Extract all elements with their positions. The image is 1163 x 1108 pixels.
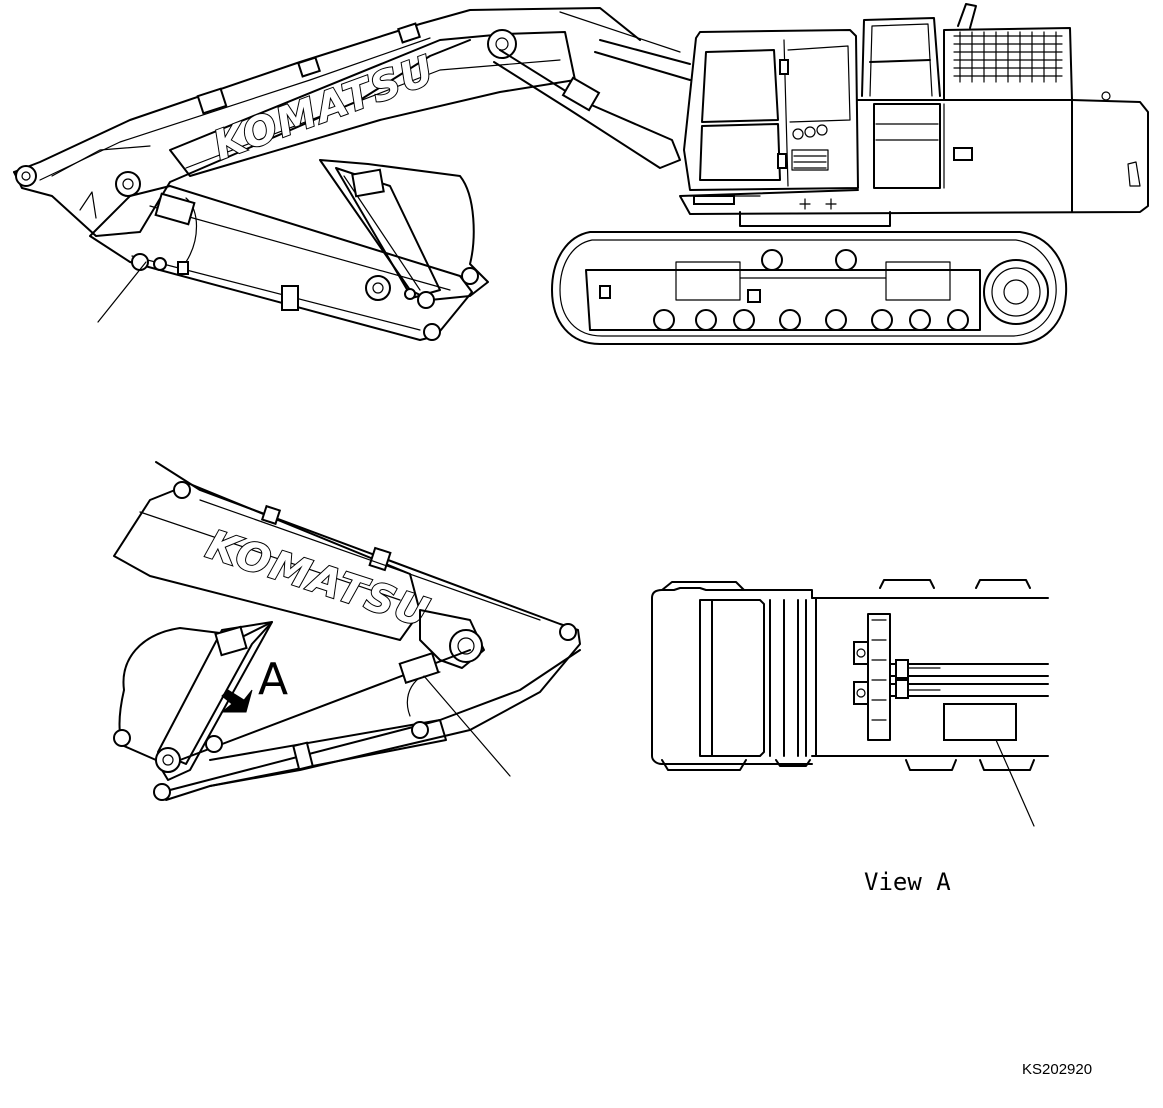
boom-detail-view: KOMATSU A bbox=[113, 461, 581, 801]
detail-bucket bbox=[113, 621, 273, 801]
view-a-detail: View A bbox=[651, 579, 1049, 896]
cab bbox=[683, 29, 859, 191]
decal-boom-side bbox=[97, 192, 196, 323]
view-a-arrow: A bbox=[220, 654, 288, 713]
view-a-hoses bbox=[889, 659, 1049, 699]
boom-cylinder bbox=[493, 11, 691, 169]
bucket bbox=[319, 159, 489, 309]
upper-structure bbox=[861, 3, 1111, 101]
boom-lower bbox=[89, 185, 473, 341]
crawler-track bbox=[551, 231, 1068, 345]
view-a-marker-label: A bbox=[258, 654, 288, 705]
engine-hood-grill bbox=[953, 31, 1063, 83]
arm-assembly bbox=[13, 7, 641, 237]
track-rollers bbox=[653, 309, 969, 331]
drawing-code: KS202920 bbox=[1022, 1061, 1092, 1078]
decal-view-a bbox=[943, 703, 1035, 827]
boom-brand-text: KOMATSU bbox=[208, 47, 442, 170]
decal-boom-detail bbox=[398, 651, 511, 777]
revolving-frame bbox=[679, 99, 1149, 227]
view-a-caption: View A bbox=[864, 868, 951, 896]
excavator-side-view: KOMATSU bbox=[13, 3, 1149, 345]
drive-sprocket bbox=[983, 259, 1049, 325]
view-a-bracket bbox=[853, 613, 891, 741]
